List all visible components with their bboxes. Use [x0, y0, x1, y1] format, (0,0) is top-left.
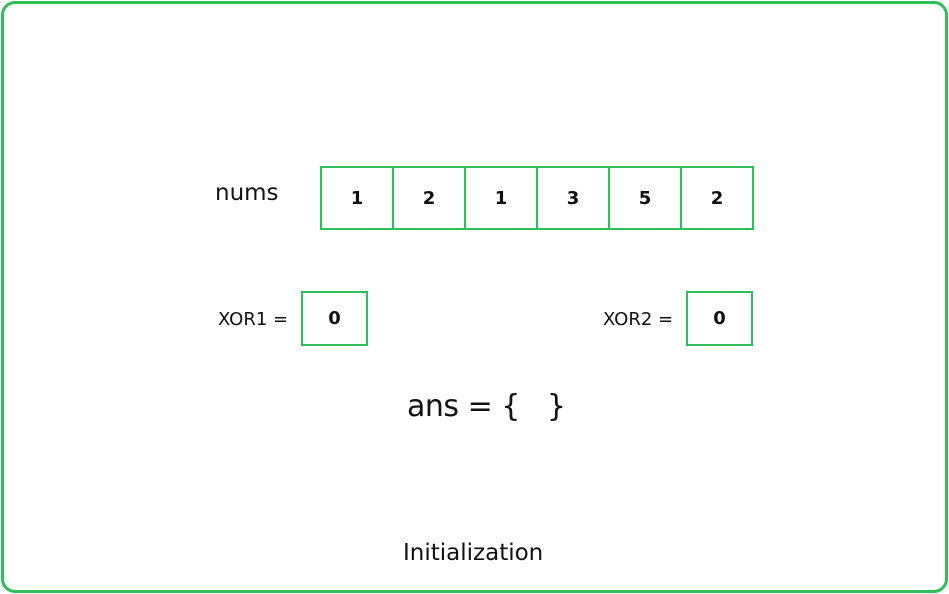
- nums-cell-4: 5: [610, 168, 682, 228]
- nums-label: nums: [215, 180, 279, 206]
- nums-cell-2: 1: [466, 168, 538, 228]
- step-caption: Initialization: [403, 540, 544, 566]
- xor2-label: XOR2 =: [603, 309, 674, 330]
- nums-array: 1 2 1 3 5 2: [320, 166, 754, 230]
- ans-set: ans = { }: [407, 389, 566, 424]
- xor1-value-box: 0: [301, 291, 368, 346]
- nums-cell-1: 2: [394, 168, 466, 228]
- nums-cell-0: 1: [322, 168, 394, 228]
- nums-cell-3: 3: [538, 168, 610, 228]
- xor1-label: XOR1 =: [218, 309, 289, 330]
- xor2-value-box: 0: [686, 291, 753, 346]
- nums-cell-5: 2: [710, 187, 724, 209]
